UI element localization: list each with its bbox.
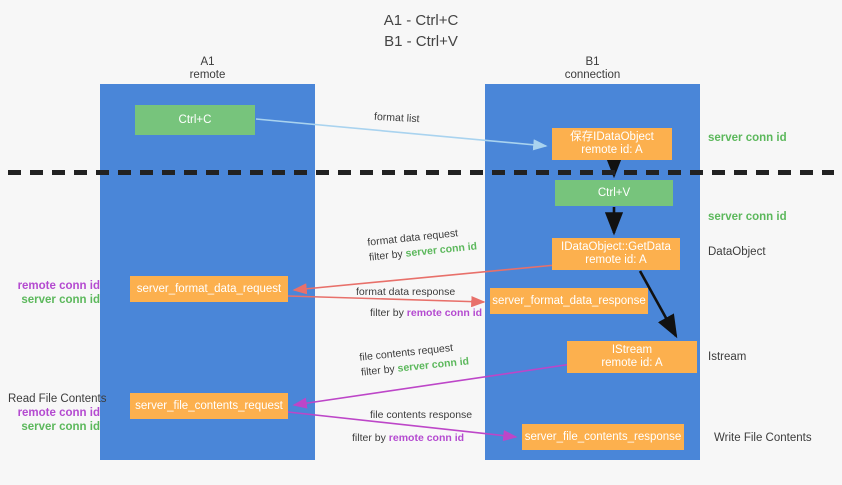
box-getdata-line1: IDataObject::GetData: [561, 241, 671, 253]
box-getdata-line2: remote id: A: [585, 254, 647, 266]
box-idataobject[interactable]: 保存IDataObject remote id: A: [552, 128, 672, 160]
lane-a-role: remote: [189, 69, 226, 81]
side-label-server-conn-id-top: server conn id: [708, 132, 787, 144]
phase-divider: [8, 170, 834, 175]
annotation-format-data-request: format data request filter by server con…: [367, 224, 478, 265]
diagram-title: A1 - Ctrl+C B1 - Ctrl+V: [0, 10, 842, 52]
side-label-write-file-contents: Write File Contents: [714, 432, 812, 444]
lane-b-role: connection: [564, 69, 621, 81]
left-remote-conn-id-1: remote conn id: [17, 280, 100, 292]
box-server-format-data-request[interactable]: server_format_data_request: [130, 276, 288, 302]
fdresp-filter-key: remote conn id: [406, 307, 483, 319]
lane-header-b1: B1 connection: [485, 56, 700, 82]
box-istream[interactable]: IStream remote id: A: [567, 341, 697, 373]
annotation-format-list: format list: [373, 110, 420, 126]
left-server-conn-id-2: server conn id: [21, 421, 100, 433]
left-label-read-file-contents: Read File Contents remote conn id server…: [8, 392, 107, 434]
title-line-1: A1 - Ctrl+C: [383, 12, 459, 29]
lane-header-a1: A1 remote: [100, 56, 315, 82]
box-server-format-data-response[interactable]: server_format_data_response: [490, 288, 648, 314]
box-server-file-contents-request[interactable]: server_file_contents_request: [130, 393, 288, 419]
box-ctrl-v[interactable]: Ctrl+V: [555, 180, 673, 206]
side-label-server-conn-id-mid: server conn id: [708, 211, 787, 223]
side-label-dataobject: DataObject: [708, 246, 766, 258]
annotation-file-contents-response: file contents response filter by remote …: [352, 408, 473, 446]
lane-b-name: B1: [585, 56, 600, 68]
box-istream-line2: remote id: A: [601, 357, 663, 369]
left-server-conn-id-1: server conn id: [21, 294, 100, 306]
lane-a-name: A1: [200, 56, 215, 68]
side-label-istream: Istream: [708, 351, 747, 363]
fdresp-filter-by: filter by: [370, 307, 404, 319]
box-server-file-contents-response[interactable]: server_file_contents_response: [522, 424, 684, 450]
box-idataobject-line2: remote id: A: [581, 144, 643, 156]
annotation-format-data-response: format data response filter by remote co…: [356, 285, 482, 321]
left-label-conn-ids-format: remote conn id server conn id: [8, 279, 100, 307]
fcresp-filter-key: remote conn id: [388, 432, 465, 444]
box-idataobject-line1: 保存IDataObject: [570, 131, 654, 143]
left-read-file-contents: Read File Contents: [8, 393, 107, 405]
box-idataobject-getdata[interactable]: IDataObject::GetData remote id: A: [552, 238, 680, 270]
annotation-fdresp-filter: filter by remote conn id: [370, 306, 482, 321]
annotation-fdresp-title: format data response: [356, 286, 456, 298]
title-line-2: B1 - Ctrl+V: [384, 33, 458, 50]
left-remote-conn-id-2: remote conn id: [17, 407, 100, 419]
fcresp-filter-by: filter by: [352, 432, 386, 444]
fdreq-filter-by: filter by: [368, 248, 404, 264]
box-istream-line1: IStream: [611, 344, 653, 356]
annotation-file-contents-request: file contents request filter by server c…: [359, 339, 470, 380]
fcreq-filter-by: filter by: [360, 363, 396, 379]
annotation-fcresp-title: file contents response: [370, 409, 473, 421]
box-ctrl-c[interactable]: Ctrl+C: [135, 105, 255, 135]
annotation-fcresp-filter: filter by remote conn id: [352, 431, 472, 446]
